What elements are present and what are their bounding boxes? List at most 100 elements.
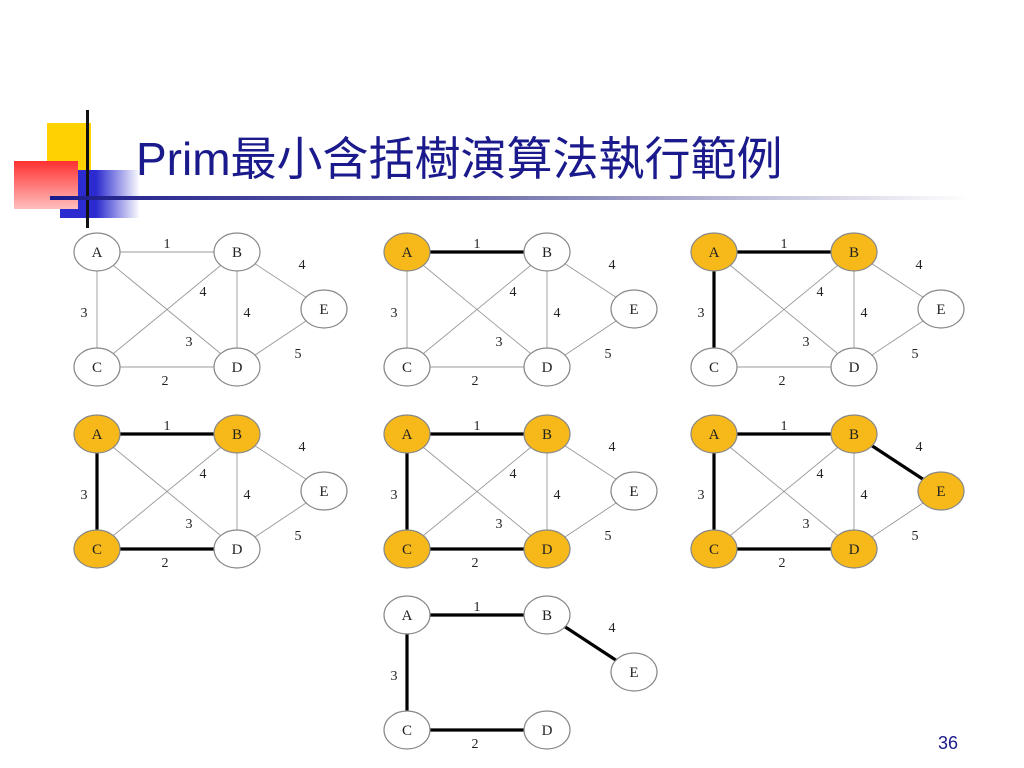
node-C bbox=[383, 347, 431, 387]
edge-weight-C-D: 2 bbox=[779, 556, 786, 571]
node-label-B: B bbox=[232, 245, 242, 261]
node-label-D: D bbox=[542, 360, 553, 376]
node-label-B: B bbox=[849, 427, 859, 443]
edge-weight-C-D: 2 bbox=[472, 556, 479, 571]
node-label-A: A bbox=[402, 608, 413, 624]
edge-weight-A-B: 1 bbox=[781, 419, 788, 434]
node-E bbox=[300, 289, 348, 329]
edge-weight-B-E: 4 bbox=[609, 621, 616, 636]
node-C bbox=[690, 347, 738, 387]
node-label-A: A bbox=[709, 427, 720, 443]
node-label-A: A bbox=[92, 245, 103, 261]
node-A bbox=[690, 414, 738, 454]
node-label-A: A bbox=[402, 427, 413, 443]
node-label-C: C bbox=[709, 360, 719, 376]
edge-weight-A-B: 1 bbox=[474, 419, 481, 434]
edge-weight-A-D: 3 bbox=[803, 517, 810, 532]
node-label-E: E bbox=[629, 302, 638, 318]
node-label-D: D bbox=[232, 542, 243, 558]
node-E bbox=[610, 289, 658, 329]
node-E bbox=[300, 471, 348, 511]
edge-weight-A-C: 3 bbox=[391, 306, 398, 321]
node-C bbox=[383, 710, 431, 750]
edge-weight-B-E: 4 bbox=[916, 440, 923, 455]
node-label-A: A bbox=[402, 245, 413, 261]
edge-weight-A-C: 3 bbox=[391, 669, 398, 684]
node-label-B: B bbox=[542, 245, 552, 261]
edge-weight-B-C: 4 bbox=[510, 467, 517, 482]
node-label-E: E bbox=[319, 302, 328, 318]
edge-weight-A-D: 3 bbox=[803, 335, 810, 350]
node-A bbox=[73, 232, 121, 272]
node-label-D: D bbox=[849, 542, 860, 558]
edge-weight-D-E: 5 bbox=[912, 347, 919, 362]
edge-weight-A-D: 3 bbox=[496, 335, 503, 350]
node-D bbox=[830, 347, 878, 387]
edge-weight-A-B: 1 bbox=[164, 419, 171, 434]
edge-weight-B-E: 4 bbox=[299, 258, 306, 273]
edge-B-C bbox=[713, 251, 855, 368]
edge-weight-B-C: 4 bbox=[817, 467, 824, 482]
node-A bbox=[383, 595, 431, 635]
title-underline bbox=[50, 196, 970, 200]
edge-weight-B-E: 4 bbox=[916, 258, 923, 273]
decor-vertical-line bbox=[86, 110, 89, 228]
edge-weight-A-B: 1 bbox=[781, 237, 788, 252]
node-C bbox=[383, 529, 431, 569]
edge-weight-C-D: 2 bbox=[472, 374, 479, 389]
edge-weight-B-D: 4 bbox=[244, 306, 251, 321]
node-C bbox=[73, 347, 121, 387]
edge-weight-D-E: 5 bbox=[912, 529, 919, 544]
edge-weight-A-C: 3 bbox=[81, 488, 88, 503]
node-D bbox=[830, 529, 878, 569]
node-label-C: C bbox=[402, 542, 412, 558]
edge-weight-D-E: 5 bbox=[605, 529, 612, 544]
node-D bbox=[523, 529, 571, 569]
page-title: Prim最小含括樹演算法執行範例 bbox=[136, 133, 783, 185]
node-label-C: C bbox=[709, 542, 719, 558]
node-E bbox=[917, 289, 965, 329]
edge-weight-A-B: 1 bbox=[474, 600, 481, 615]
node-label-D: D bbox=[232, 360, 243, 376]
node-D bbox=[523, 710, 571, 750]
edge-weight-A-D: 3 bbox=[496, 517, 503, 532]
node-B bbox=[830, 232, 878, 272]
node-label-B: B bbox=[542, 608, 552, 624]
node-label-C: C bbox=[402, 360, 412, 376]
edge-weight-D-E: 5 bbox=[295, 529, 302, 544]
decor-blue-fade bbox=[96, 170, 140, 218]
edge-weight-A-D: 3 bbox=[186, 335, 193, 350]
edge-weight-C-D: 2 bbox=[162, 556, 169, 571]
edge-B-C bbox=[406, 251, 548, 368]
edge-B-C bbox=[96, 433, 238, 550]
edge-weight-D-E: 5 bbox=[605, 347, 612, 362]
edge-B-C bbox=[406, 433, 548, 550]
node-label-E: E bbox=[936, 484, 945, 500]
edge-weight-A-C: 3 bbox=[698, 488, 705, 503]
node-A bbox=[383, 414, 431, 454]
edge-weight-B-E: 4 bbox=[299, 440, 306, 455]
node-E bbox=[610, 471, 658, 511]
node-C bbox=[73, 529, 121, 569]
node-A bbox=[73, 414, 121, 454]
node-E bbox=[917, 471, 965, 511]
node-B bbox=[213, 232, 261, 272]
edge-weight-B-D: 4 bbox=[554, 306, 561, 321]
node-label-D: D bbox=[542, 542, 553, 558]
edge-weight-B-D: 4 bbox=[554, 488, 561, 503]
node-B bbox=[213, 414, 261, 454]
edge-weight-A-B: 1 bbox=[474, 237, 481, 252]
edge-weight-C-D: 2 bbox=[162, 374, 169, 389]
node-label-B: B bbox=[849, 245, 859, 261]
edge-B-C bbox=[713, 433, 855, 550]
edge-weight-A-C: 3 bbox=[81, 306, 88, 321]
node-label-C: C bbox=[92, 542, 102, 558]
edge-weight-B-E: 4 bbox=[609, 258, 616, 273]
node-label-B: B bbox=[232, 427, 242, 443]
node-C bbox=[690, 529, 738, 569]
node-D bbox=[523, 347, 571, 387]
